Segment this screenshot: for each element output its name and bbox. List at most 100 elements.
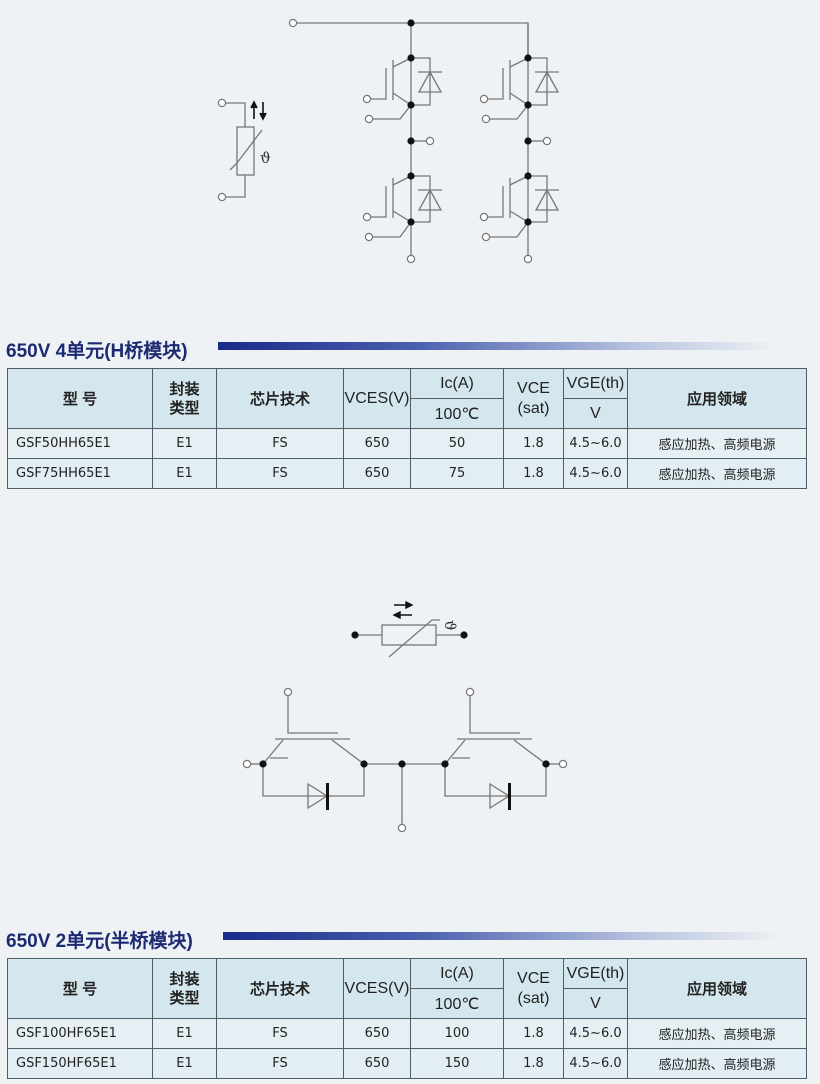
cell-model: GSF100HF65E1: [7, 1018, 153, 1049]
header-application: 应用领域: [627, 958, 807, 1019]
cell-vce: 1.8: [503, 458, 564, 489]
junction-node: [407, 172, 415, 180]
wire: [469, 696, 520, 734]
terminal: [425, 136, 435, 146]
header-vge-unit: V: [563, 398, 628, 429]
wire: [528, 175, 548, 223]
cell-app: 感应加热、高频电源: [627, 1048, 807, 1079]
theta-label: ϑ: [441, 620, 459, 631]
terminal: [479, 212, 489, 222]
terminal: [542, 136, 552, 146]
title-decor-bar: [223, 932, 783, 940]
header-application: 应用领域: [627, 368, 807, 429]
terminal: [362, 94, 372, 104]
cell-chip: FS: [216, 1018, 344, 1049]
terminal: [364, 232, 374, 242]
wire: [444, 739, 466, 765]
wire: [297, 22, 529, 58]
diode-icon: [417, 70, 443, 93]
cell-model: GSF150HF65E1: [7, 1048, 153, 1079]
wire: [371, 186, 387, 218]
terminal: [362, 212, 372, 222]
cell-chip: FS: [216, 1048, 344, 1079]
header-package-label: 封装类型: [169, 380, 200, 417]
header-vge: VGE(th): [563, 368, 628, 399]
terminal: [217, 98, 227, 108]
wire: [411, 175, 431, 223]
cell-ic: 75: [410, 458, 504, 489]
header-package: 封装类型: [152, 958, 217, 1019]
wire: [488, 186, 504, 218]
wire: [490, 104, 529, 120]
junction-node: [441, 760, 449, 768]
terminal: [217, 192, 227, 202]
junction-node: [351, 631, 359, 639]
cell-vces: 650: [343, 1048, 411, 1079]
terminal: [523, 254, 533, 264]
section-title-h-bridge: 650V 4单元(H桥模块): [6, 341, 188, 362]
terminal: [558, 759, 568, 769]
cell-package: E1: [152, 428, 217, 459]
wire: [287, 696, 338, 734]
thermistor-icon: [236, 126, 255, 176]
theta-label: ϑ: [260, 149, 271, 167]
header-chip: 芯片技术: [216, 958, 344, 1019]
wire: [373, 221, 412, 238]
diode-icon: [534, 188, 560, 211]
header-model: 型 号: [7, 368, 153, 429]
wire: [490, 221, 529, 238]
header-package: 封装类型: [152, 368, 217, 429]
junction-node: [460, 631, 468, 639]
wire: [262, 764, 365, 797]
junction-node: [524, 218, 532, 226]
cell-ic: 100: [410, 1018, 504, 1049]
cell-ic: 50: [410, 428, 504, 459]
cell-vce: 1.8: [503, 1048, 564, 1079]
cell-chip: FS: [216, 458, 344, 489]
cell-vces: 650: [343, 458, 411, 489]
cell-vce: 1.8: [503, 1018, 564, 1049]
cell-app: 感应加热、高频电源: [627, 458, 807, 489]
terminal: [364, 114, 374, 124]
cell-vce: 1.8: [503, 428, 564, 459]
terminal: [242, 759, 252, 769]
header-vge: VGE(th): [563, 958, 628, 989]
junction-node: [524, 101, 532, 109]
header-package-label: 封装类型: [169, 970, 200, 1007]
header-ic: Ic(A): [410, 368, 504, 399]
junction-node: [524, 137, 532, 145]
cell-model: GSF75HH65E1: [7, 458, 153, 489]
terminal: [397, 823, 407, 833]
diode-icon: [534, 70, 560, 93]
wire: [488, 68, 504, 100]
thermistor-icon: [381, 624, 437, 646]
junction-node: [542, 760, 550, 768]
junction-node: [407, 218, 415, 226]
cell-app: 感应加热、高频电源: [627, 428, 807, 459]
wire: [262, 739, 284, 765]
header-ic: Ic(A): [410, 958, 504, 989]
terminal: [481, 114, 491, 124]
header-vce-label: VCE(sat): [517, 969, 550, 1007]
wire: [411, 57, 431, 106]
cell-vge: 4.5~6.0: [563, 1018, 628, 1049]
terminal: [283, 687, 293, 697]
diode-bar: [508, 783, 511, 810]
header-ic-temp: 100℃: [410, 988, 504, 1019]
cell-package: E1: [152, 458, 217, 489]
terminal: [465, 687, 475, 697]
wire: [226, 102, 246, 127]
terminal: [288, 18, 298, 28]
wire: [513, 739, 547, 765]
diode-icon: [489, 782, 511, 810]
junction-node: [360, 760, 368, 768]
header-vge-unit: V: [563, 988, 628, 1019]
cell-vge: 4.5~6.0: [563, 1048, 628, 1079]
junction-node: [259, 760, 267, 768]
terminal: [481, 232, 491, 242]
